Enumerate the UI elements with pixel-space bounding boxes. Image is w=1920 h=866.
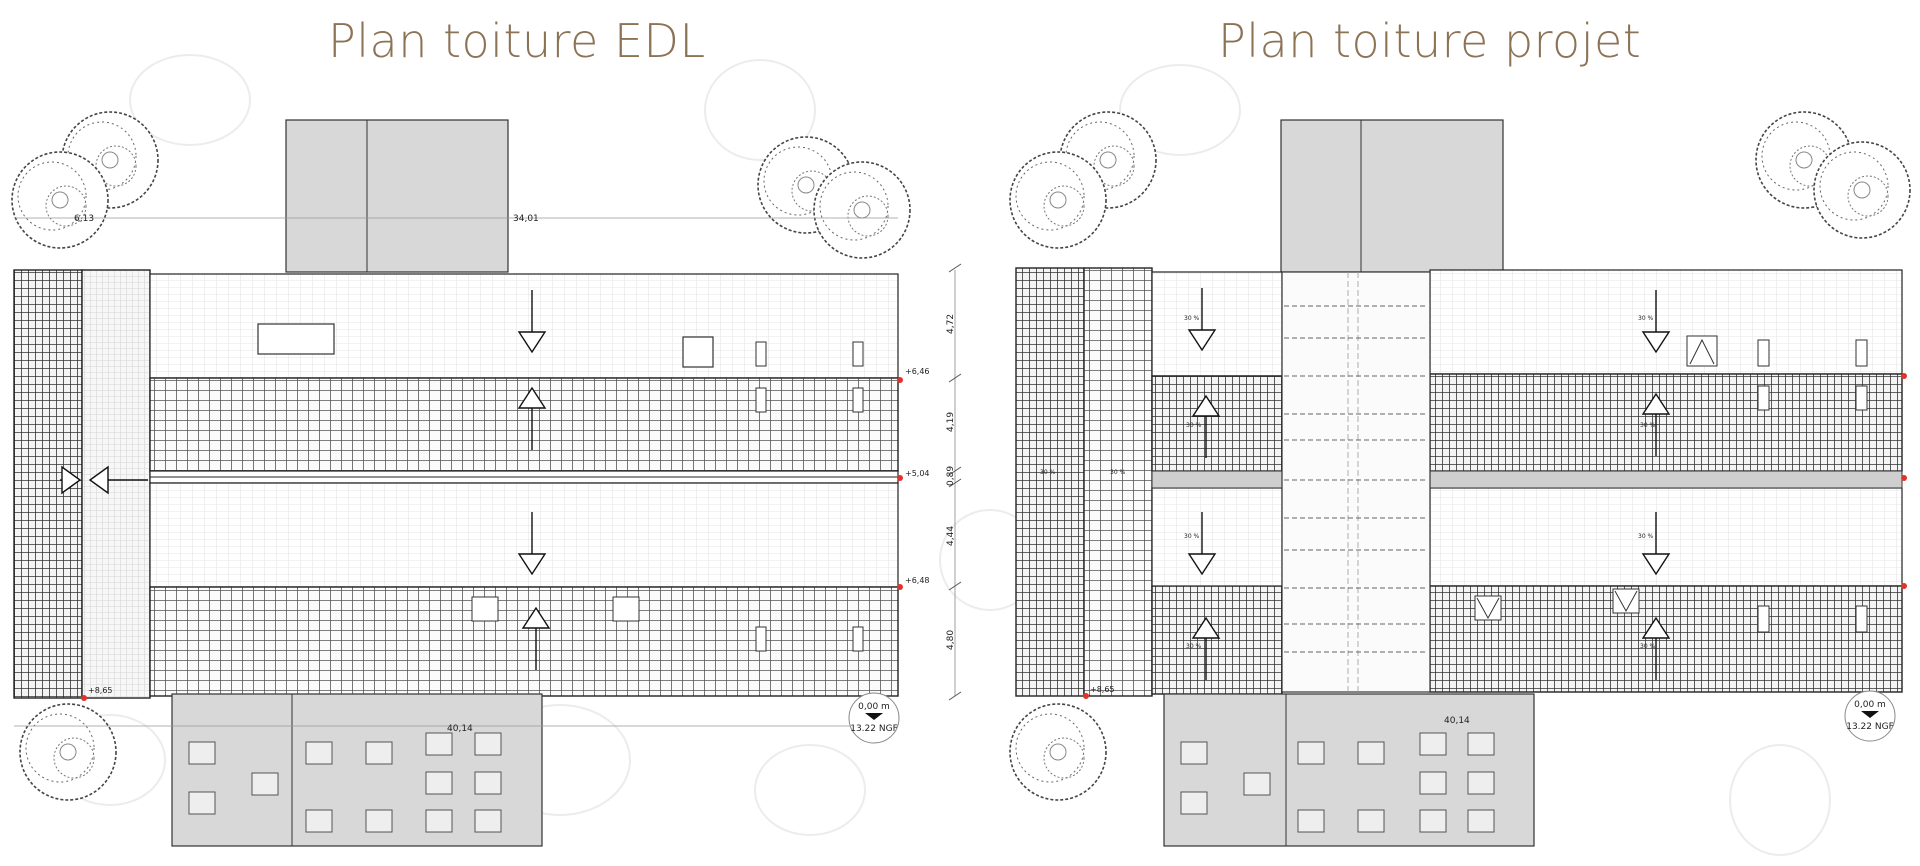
roof-pan-north-1 bbox=[1151, 271, 1283, 377]
skylight bbox=[471, 596, 499, 622]
roof-pan-south-1 bbox=[149, 377, 899, 472]
skylight bbox=[755, 387, 767, 413]
dimension-label: 4,19 bbox=[946, 412, 956, 432]
dimension-label: 0,89 bbox=[946, 466, 956, 486]
level-label: +6,46 bbox=[905, 367, 930, 376]
tree-icon bbox=[813, 161, 911, 259]
skylight bbox=[682, 336, 714, 368]
roof-pan-south-2 bbox=[1151, 585, 1283, 695]
roof-pan-south-2 bbox=[1429, 585, 1903, 693]
valley-gutter bbox=[1151, 470, 1283, 489]
datum-ngf: 13.22 NGF bbox=[1846, 722, 1894, 732]
datum-marker: 0,00 m 13.22 NGF bbox=[1844, 690, 1896, 742]
dimension-label: 4,44 bbox=[946, 526, 956, 546]
west-roof-strip-inner bbox=[81, 269, 151, 699]
glazed-link-roof bbox=[1281, 271, 1431, 693]
slope-label: 30 % bbox=[1640, 422, 1656, 429]
datum-value: 0,00 m bbox=[1854, 700, 1886, 710]
level-label: +8,65 bbox=[1090, 685, 1115, 694]
skylight bbox=[1757, 605, 1770, 633]
skylight bbox=[1855, 339, 1868, 367]
title-project-roof-plan: Plan toiture projet bbox=[1218, 14, 1642, 68]
level-label: +8,65 bbox=[88, 686, 113, 695]
skylight bbox=[852, 341, 864, 367]
roof-opening bbox=[257, 323, 335, 355]
slope-label: 30 % bbox=[1638, 315, 1654, 322]
slope-label: 30 % bbox=[1186, 422, 1202, 429]
west-roof-strip bbox=[1015, 267, 1085, 697]
dimension-label: 34,01 bbox=[513, 214, 539, 224]
title-existing-roof-plan: Plan toiture EDL bbox=[328, 14, 706, 68]
level-label: +6,48 bbox=[905, 576, 930, 585]
level-label: +5,04 bbox=[905, 469, 930, 478]
dimension-label: 4,72 bbox=[946, 314, 956, 334]
slope-label: 30 % bbox=[1640, 643, 1656, 650]
skylight bbox=[755, 626, 767, 652]
slope-label: 30 % bbox=[1186, 643, 1202, 650]
dimension-label: 4,80 bbox=[946, 630, 956, 650]
datum-ngf: 13.22 NGF bbox=[850, 724, 898, 734]
tree-icon bbox=[11, 151, 109, 249]
slope-label: 30 % bbox=[1110, 469, 1126, 476]
valley-gutter bbox=[1429, 470, 1903, 489]
roof-pan-south-1 bbox=[1151, 375, 1283, 472]
dimension-label: 40,14 bbox=[1444, 716, 1470, 726]
roof-pan-north-1 bbox=[1429, 269, 1903, 375]
skylight bbox=[1612, 588, 1640, 614]
skylight bbox=[852, 387, 864, 413]
right-roof-plan: 30 % 30 % 30 % 30 % 30 % 30 % 30 % 30 % … bbox=[1009, 111, 1911, 847]
roof-pan-north-2 bbox=[1429, 487, 1903, 587]
skylight bbox=[852, 626, 864, 652]
slope-label: 30 % bbox=[1184, 533, 1200, 540]
skylight bbox=[1757, 385, 1770, 411]
skylight bbox=[1855, 385, 1868, 411]
datum-marker: 0,00 m 13.22 NGF bbox=[848, 692, 900, 744]
top-annex-building bbox=[285, 119, 509, 273]
tree-icon bbox=[1813, 141, 1911, 239]
top-annex-building bbox=[1280, 119, 1504, 273]
skylight bbox=[1474, 595, 1502, 621]
dimension-label: 6,13 bbox=[74, 214, 94, 224]
slope-arrow-left-icon bbox=[88, 465, 148, 495]
skylight bbox=[1855, 605, 1868, 633]
datum-value: 0,00 m bbox=[858, 702, 890, 712]
tree-icon bbox=[19, 703, 117, 801]
skylight bbox=[755, 341, 767, 367]
skylight bbox=[1757, 339, 1770, 367]
tree-icon bbox=[1009, 151, 1107, 249]
slope-label: 30 % bbox=[1040, 469, 1056, 476]
skylight bbox=[612, 596, 640, 622]
dimension-label: 40,14 bbox=[447, 724, 473, 734]
roof-pan-north-2 bbox=[149, 482, 899, 588]
tree-icon bbox=[1009, 703, 1107, 801]
slope-label: 30 % bbox=[1184, 315, 1200, 322]
slope-arrow-right-icon bbox=[60, 465, 82, 495]
left-roof-plan: 34,01 6,13 40,14 4,72 4,19 0,89 4,44 4,8… bbox=[11, 111, 962, 847]
roof-pan-north-2 bbox=[1151, 487, 1283, 587]
slope-label: 30 % bbox=[1638, 533, 1654, 540]
roof-pan-south-2 bbox=[149, 586, 899, 697]
west-roof-strip-inner bbox=[1083, 267, 1153, 697]
roof-pan-south-1 bbox=[1429, 373, 1903, 472]
